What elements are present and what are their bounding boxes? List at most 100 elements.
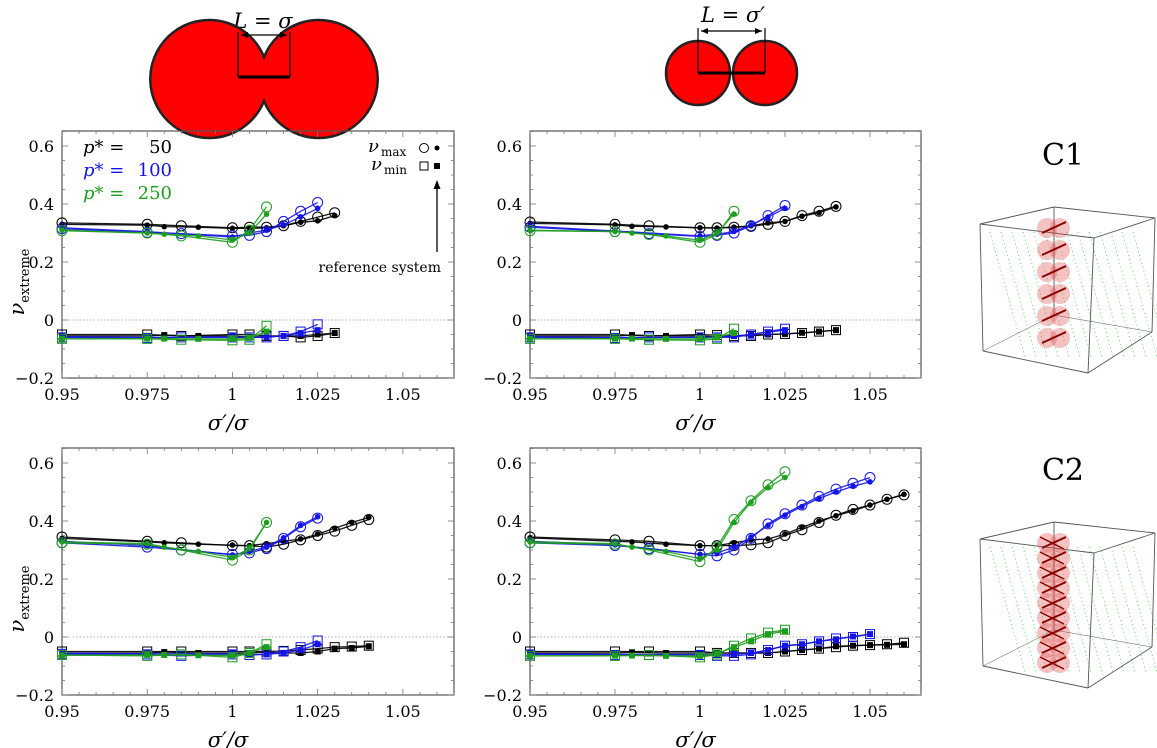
data-point	[295, 521, 307, 533]
data-point	[850, 483, 856, 490]
data-point	[629, 652, 635, 659]
data-point	[833, 636, 839, 643]
y-tick-label: 0.4	[497, 512, 522, 531]
data-point	[280, 332, 287, 339]
data-point	[314, 205, 321, 212]
data-point	[765, 214, 771, 220]
data-point	[782, 642, 788, 649]
data-point	[867, 502, 873, 508]
data-point	[799, 647, 805, 654]
data-point	[297, 536, 304, 542]
open-square-icon	[419, 161, 429, 171]
y-tick-label: 0.4	[29, 195, 54, 214]
svg-text:p* =: p* =	[83, 183, 124, 204]
y-tick-label: 0.2	[29, 253, 54, 272]
data-point	[195, 652, 202, 659]
data-point	[697, 237, 703, 244]
data-point	[816, 495, 822, 502]
y-axis-label: νextreme	[5, 565, 33, 632]
data-point	[782, 205, 788, 212]
data-point	[714, 650, 720, 657]
data-point	[763, 627, 773, 638]
data-point	[901, 491, 907, 498]
data-point	[261, 201, 273, 213]
data-point	[363, 640, 374, 651]
y-tick-label: 0.6	[497, 454, 522, 473]
data-point	[799, 503, 805, 510]
data-point	[714, 230, 720, 236]
data-point	[695, 652, 705, 663]
data-point	[697, 335, 703, 342]
data-point	[278, 532, 290, 544]
data-point	[816, 328, 822, 335]
molecule-touching-diagram: L = σ′	[664, 3, 799, 107]
data-point	[629, 223, 635, 230]
data-point	[629, 230, 635, 236]
data-point	[176, 649, 187, 660]
y-tick-label: −0.2	[15, 686, 54, 705]
data-point	[229, 335, 236, 342]
molecule-overlap-shape	[149, 18, 379, 140]
data-point	[799, 329, 805, 336]
row-label-c1: C1	[1042, 138, 1084, 173]
x-tick-label: 0.975	[124, 385, 170, 404]
data-point	[782, 512, 788, 518]
molecule-right-label: L = σ′	[700, 3, 765, 27]
data-point	[527, 227, 533, 233]
data-point	[331, 330, 338, 337]
data-point	[59, 227, 65, 233]
x-tick-label: 0.975	[124, 702, 170, 721]
data-point	[833, 643, 839, 650]
data-series	[59, 644, 270, 659]
data-point	[329, 642, 340, 653]
data-point	[278, 646, 289, 657]
data-series	[59, 328, 270, 342]
x-tick-label: 1.025	[762, 702, 808, 721]
data-point	[643, 220, 655, 232]
data-point	[782, 628, 788, 635]
y-tick-label: 0.6	[497, 137, 522, 156]
data-point	[314, 641, 321, 648]
data-point	[161, 539, 168, 546]
x-tick-label: 0.95	[44, 702, 80, 721]
data-series	[524, 489, 910, 552]
data-point	[765, 631, 771, 638]
svg-text:ν: ν	[371, 154, 382, 175]
data-point	[867, 642, 873, 649]
data-point	[765, 647, 771, 654]
data-point	[629, 332, 635, 339]
data-series	[59, 212, 338, 232]
data-point	[731, 644, 737, 651]
cube-snapshot-c1	[979, 206, 1157, 374]
data-point	[748, 222, 754, 228]
data-point	[195, 224, 202, 230]
data-series	[527, 491, 907, 549]
x-tick-label: 1.025	[762, 385, 808, 404]
data-point	[643, 535, 655, 547]
data-series	[527, 330, 737, 342]
data-point	[331, 525, 338, 532]
data-point	[663, 652, 669, 659]
data-point	[782, 474, 788, 481]
y-tick-label: 0.4	[497, 195, 522, 214]
x-tick-label: 1	[227, 702, 237, 721]
x-tick-label: 1	[695, 385, 705, 404]
data-point	[195, 548, 202, 555]
data-series	[56, 514, 375, 553]
data-point	[314, 513, 321, 520]
data-point	[850, 642, 856, 649]
config-c1: C1	[979, 138, 1157, 374]
data-point	[780, 323, 790, 334]
data-point	[297, 330, 304, 337]
x-tick-label: 1.05	[385, 385, 421, 404]
data-point	[312, 512, 324, 524]
data-point	[227, 335, 238, 346]
data-point	[898, 489, 910, 501]
data-point	[697, 555, 703, 562]
y-tick-label: 0.2	[497, 570, 522, 589]
data-point	[524, 537, 536, 549]
data-point	[263, 333, 270, 340]
data-point	[867, 479, 873, 485]
data-point	[745, 532, 757, 544]
